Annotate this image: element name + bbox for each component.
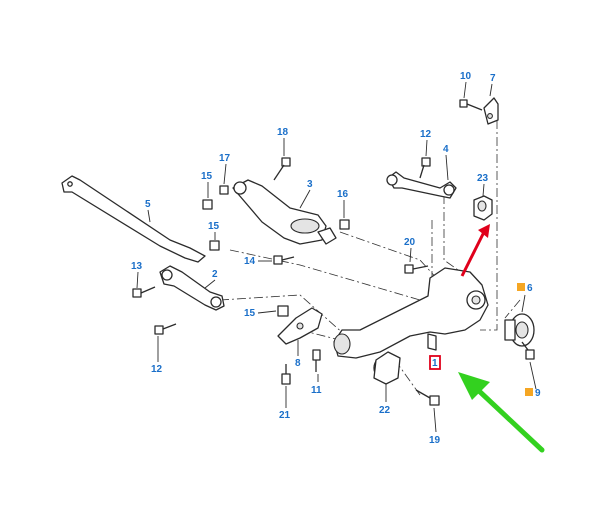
square-marker-icon: [517, 283, 525, 291]
callout-7[interactable]: 7: [490, 73, 496, 84]
callout-16[interactable]: 16: [337, 189, 349, 200]
callout-10[interactable]: 10: [460, 71, 472, 82]
callout-9[interactable]: 9: [535, 388, 541, 399]
callout-11[interactable]: 11: [311, 385, 322, 396]
callout-22[interactable]: 22: [379, 405, 391, 416]
part-23-bushing: [473, 195, 493, 221]
callout-20[interactable]: 20: [404, 237, 416, 248]
curved-arrow-icon: [460, 224, 490, 277]
part-3-control-arm: [232, 179, 337, 245]
callout-13[interactable]: 13: [131, 261, 143, 272]
callout-21[interactable]: 21: [279, 410, 291, 421]
part-2-lower-link: [159, 265, 225, 311]
part-22-bushing: [373, 351, 401, 385]
callout-6[interactable]: 6: [527, 283, 533, 294]
callout-5[interactable]: 5: [145, 199, 151, 210]
callout-3[interactable]: 3: [307, 179, 313, 190]
leader-lines: [136, 81, 537, 433]
part-7-bracket: [483, 97, 499, 125]
part-8-bracket: [277, 307, 323, 345]
callout-1[interactable]: 1: [432, 358, 438, 369]
callout-12[interactable]: 12: [420, 129, 432, 140]
callout-17[interactable]: 17: [219, 153, 231, 164]
part-5-stabilizer-bar: [61, 175, 206, 263]
square-marker-icon: [525, 388, 533, 396]
pointer-arrow-icon: [458, 372, 545, 453]
part-1-trailing-arm: [333, 267, 489, 359]
callout-12[interactable]: 12: [151, 364, 163, 375]
callout-18[interactable]: 18: [277, 127, 289, 138]
callout-23[interactable]: 23: [477, 173, 489, 184]
highlight-box-icon: [429, 355, 441, 370]
fasteners: [132, 99, 535, 406]
callout-15[interactable]: 15: [201, 171, 213, 182]
callout-4[interactable]: 4: [443, 144, 449, 155]
callout-15[interactable]: 15: [208, 221, 220, 232]
callout-14[interactable]: 14: [244, 256, 256, 267]
part-4-link: [386, 171, 457, 199]
callout-19[interactable]: 19: [429, 435, 441, 446]
part-6-wheel-hub: [504, 313, 535, 347]
callout-8[interactable]: 8: [295, 358, 301, 369]
callout-2[interactable]: 2: [212, 269, 218, 280]
callout-labels: 10 7 18 12 17 4 15 3 23 16 5 15 20 14 13…: [131, 71, 541, 446]
callout-15[interactable]: 15: [244, 308, 256, 319]
